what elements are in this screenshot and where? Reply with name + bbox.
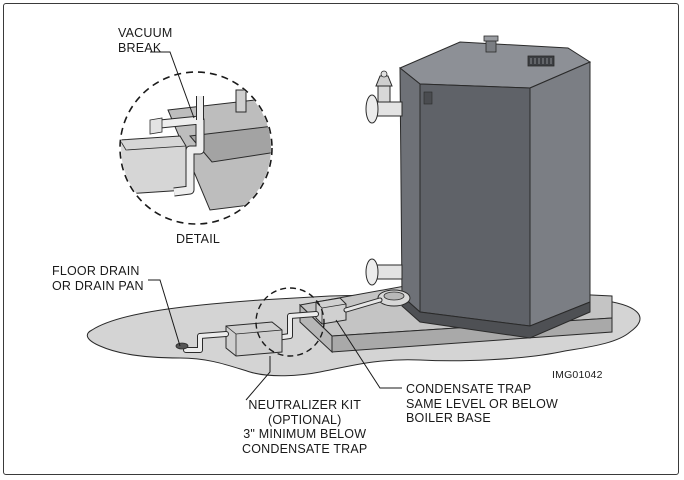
- floor-drain: [175, 342, 189, 350]
- vacuum-break-line-1: VACUUM: [118, 26, 173, 40]
- detail-label: DETAIL: [176, 232, 221, 246]
- top-fitting: [485, 39, 497, 53]
- neutralizer-line-2: (OPTIONAL): [267, 412, 342, 427]
- neutralizer-tank: [225, 321, 283, 357]
- condensate-trap-box: [315, 297, 347, 325]
- boiler-front: [419, 83, 531, 327]
- condensate-trap-line-2: SAME LEVEL OR BELOW: [406, 396, 558, 411]
- neutralizer-line-3: 3" MINIMUM BELOW: [243, 427, 367, 441]
- condensate-trap-label: CONDENSATE TRAP SAME LEVEL OR BELOW BOIL…: [406, 382, 558, 426]
- floor-drain-line-1: FLOOR DRAIN: [52, 264, 140, 278]
- detail-callout-circle: [255, 287, 325, 357]
- condensate-trap-line-3: BOILER BASE: [406, 411, 491, 425]
- detail-contents: [121, 89, 271, 211]
- boiler-base: [401, 294, 591, 339]
- neutralizer-leader: [245, 356, 271, 401]
- vent-grille: [527, 55, 555, 67]
- vacuum-break-line-2: BREAK: [118, 40, 162, 55]
- neutralizer-label: NEUTRALIZER KIT (OPTIONAL) 3" MINIMUM BE…: [242, 398, 367, 456]
- vacuum-break-label: VACUUM BREAK: [118, 26, 172, 55]
- vacuum-break-leader: [150, 51, 195, 119]
- neutralizer-line-4: CONDENSATE TRAP: [242, 441, 368, 456]
- floor-drain-label: FLOOR DRAIN OR DRAIN PAN: [52, 264, 144, 293]
- floor-drain-leader: [148, 279, 181, 347]
- floor-drain-line-2: OR DRAIN PAN: [52, 278, 144, 293]
- condensate-trap-line-1: CONDENSATE TRAP: [406, 382, 532, 396]
- neutralizer-line-1: NEUTRALIZER KIT: [248, 398, 362, 412]
- image-id-label: IMG01042: [552, 369, 603, 381]
- boiler-left-panel: [399, 66, 421, 314]
- condensate-trap-leader: [335, 319, 402, 389]
- boiler-side: [529, 61, 591, 327]
